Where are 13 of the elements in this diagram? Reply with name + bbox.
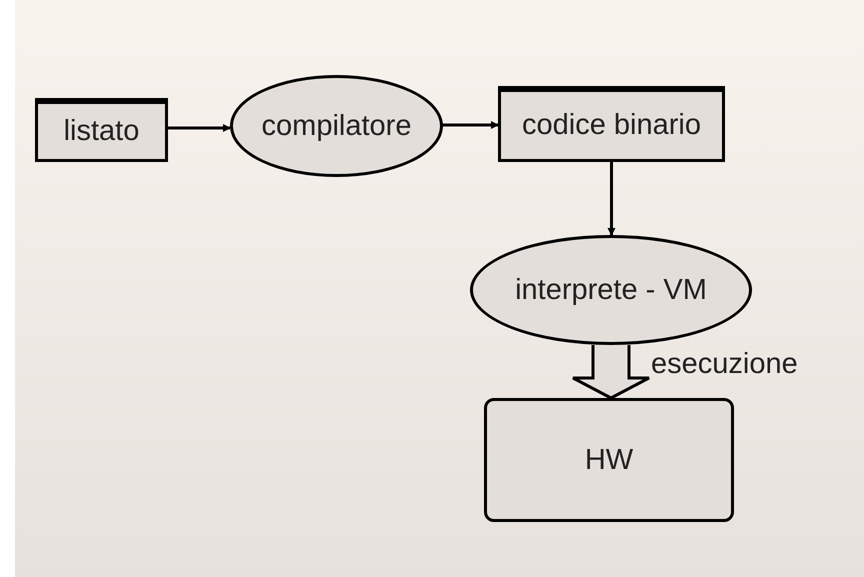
- node-label: interprete - VM: [515, 276, 707, 304]
- node-label: listato: [64, 117, 140, 146]
- arrow: [608, 162, 616, 236]
- process-box: [35, 98, 168, 162]
- edge-label: esecuzione: [651, 350, 798, 378]
- process-box: [498, 86, 725, 162]
- node-label: codice binario: [522, 111, 701, 140]
- node-label: HW: [584, 446, 634, 474]
- arrow: [168, 124, 231, 132]
- node-label: compilatore: [262, 112, 412, 140]
- rounded-box: [484, 398, 734, 522]
- arrow: [443, 121, 499, 129]
- block-arrow: [572, 344, 650, 400]
